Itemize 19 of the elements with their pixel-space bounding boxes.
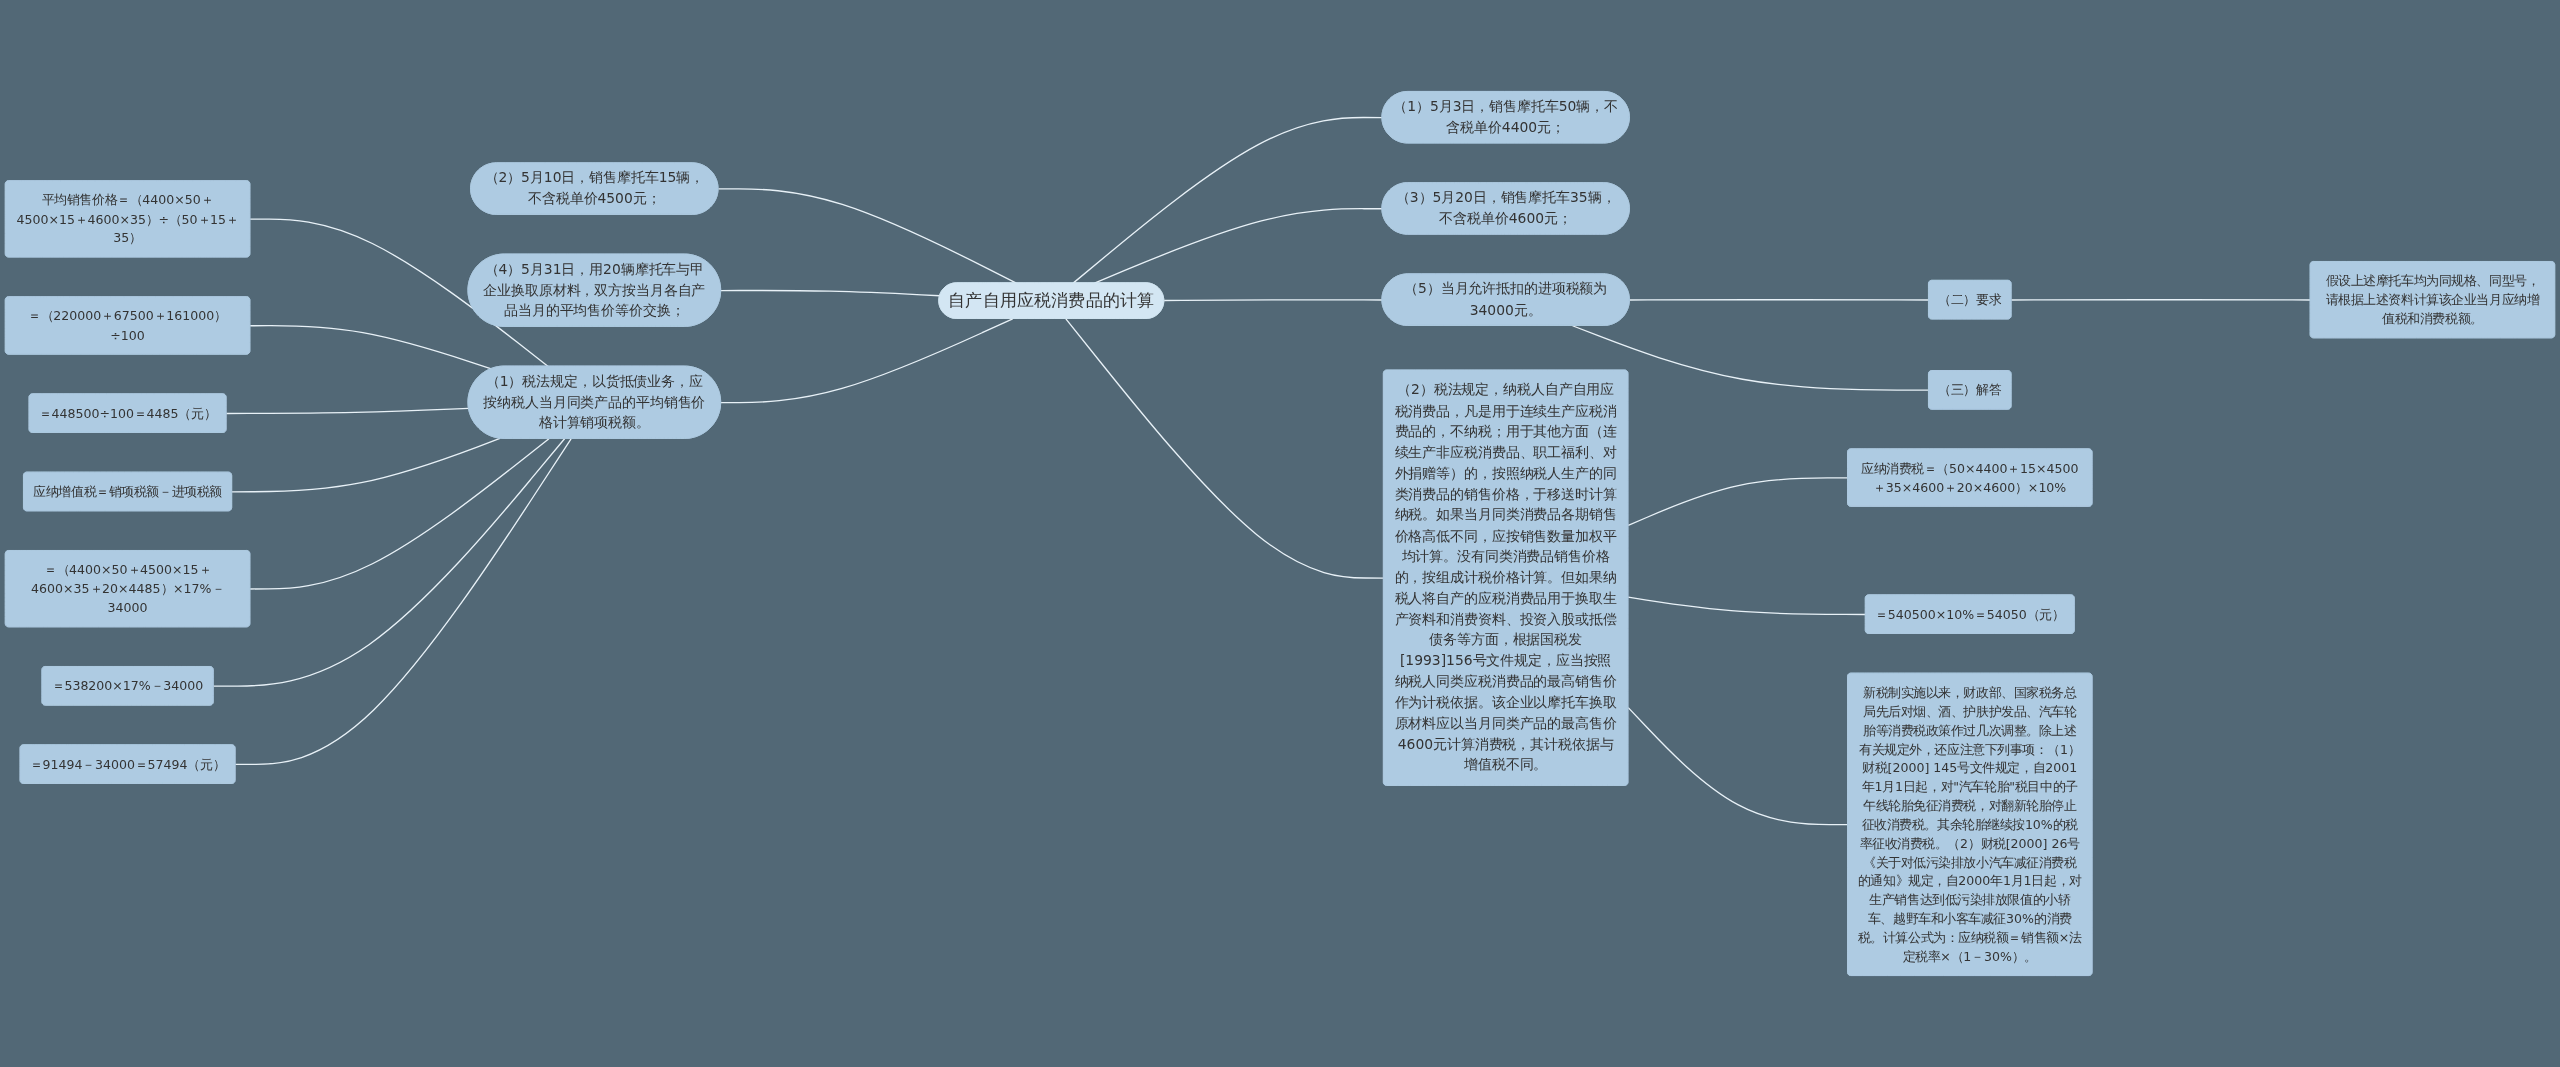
connector — [234, 438, 572, 766]
connector — [720, 289, 941, 297]
connector — [231, 437, 501, 493]
connector — [1072, 116, 1383, 284]
connector — [1627, 477, 1849, 527]
connector — [1065, 318, 1385, 579]
connector — [717, 188, 1017, 284]
connector — [212, 438, 566, 687]
connector — [1571, 325, 1930, 391]
connector — [249, 438, 550, 590]
connector — [1627, 596, 1867, 616]
connector — [720, 318, 1014, 404]
connector — [1629, 299, 1930, 301]
connector — [2010, 299, 2312, 301]
connector — [1163, 299, 1383, 302]
connector — [249, 325, 492, 370]
connector — [249, 218, 549, 368]
connector — [225, 407, 470, 415]
connector — [1627, 706, 1849, 826]
